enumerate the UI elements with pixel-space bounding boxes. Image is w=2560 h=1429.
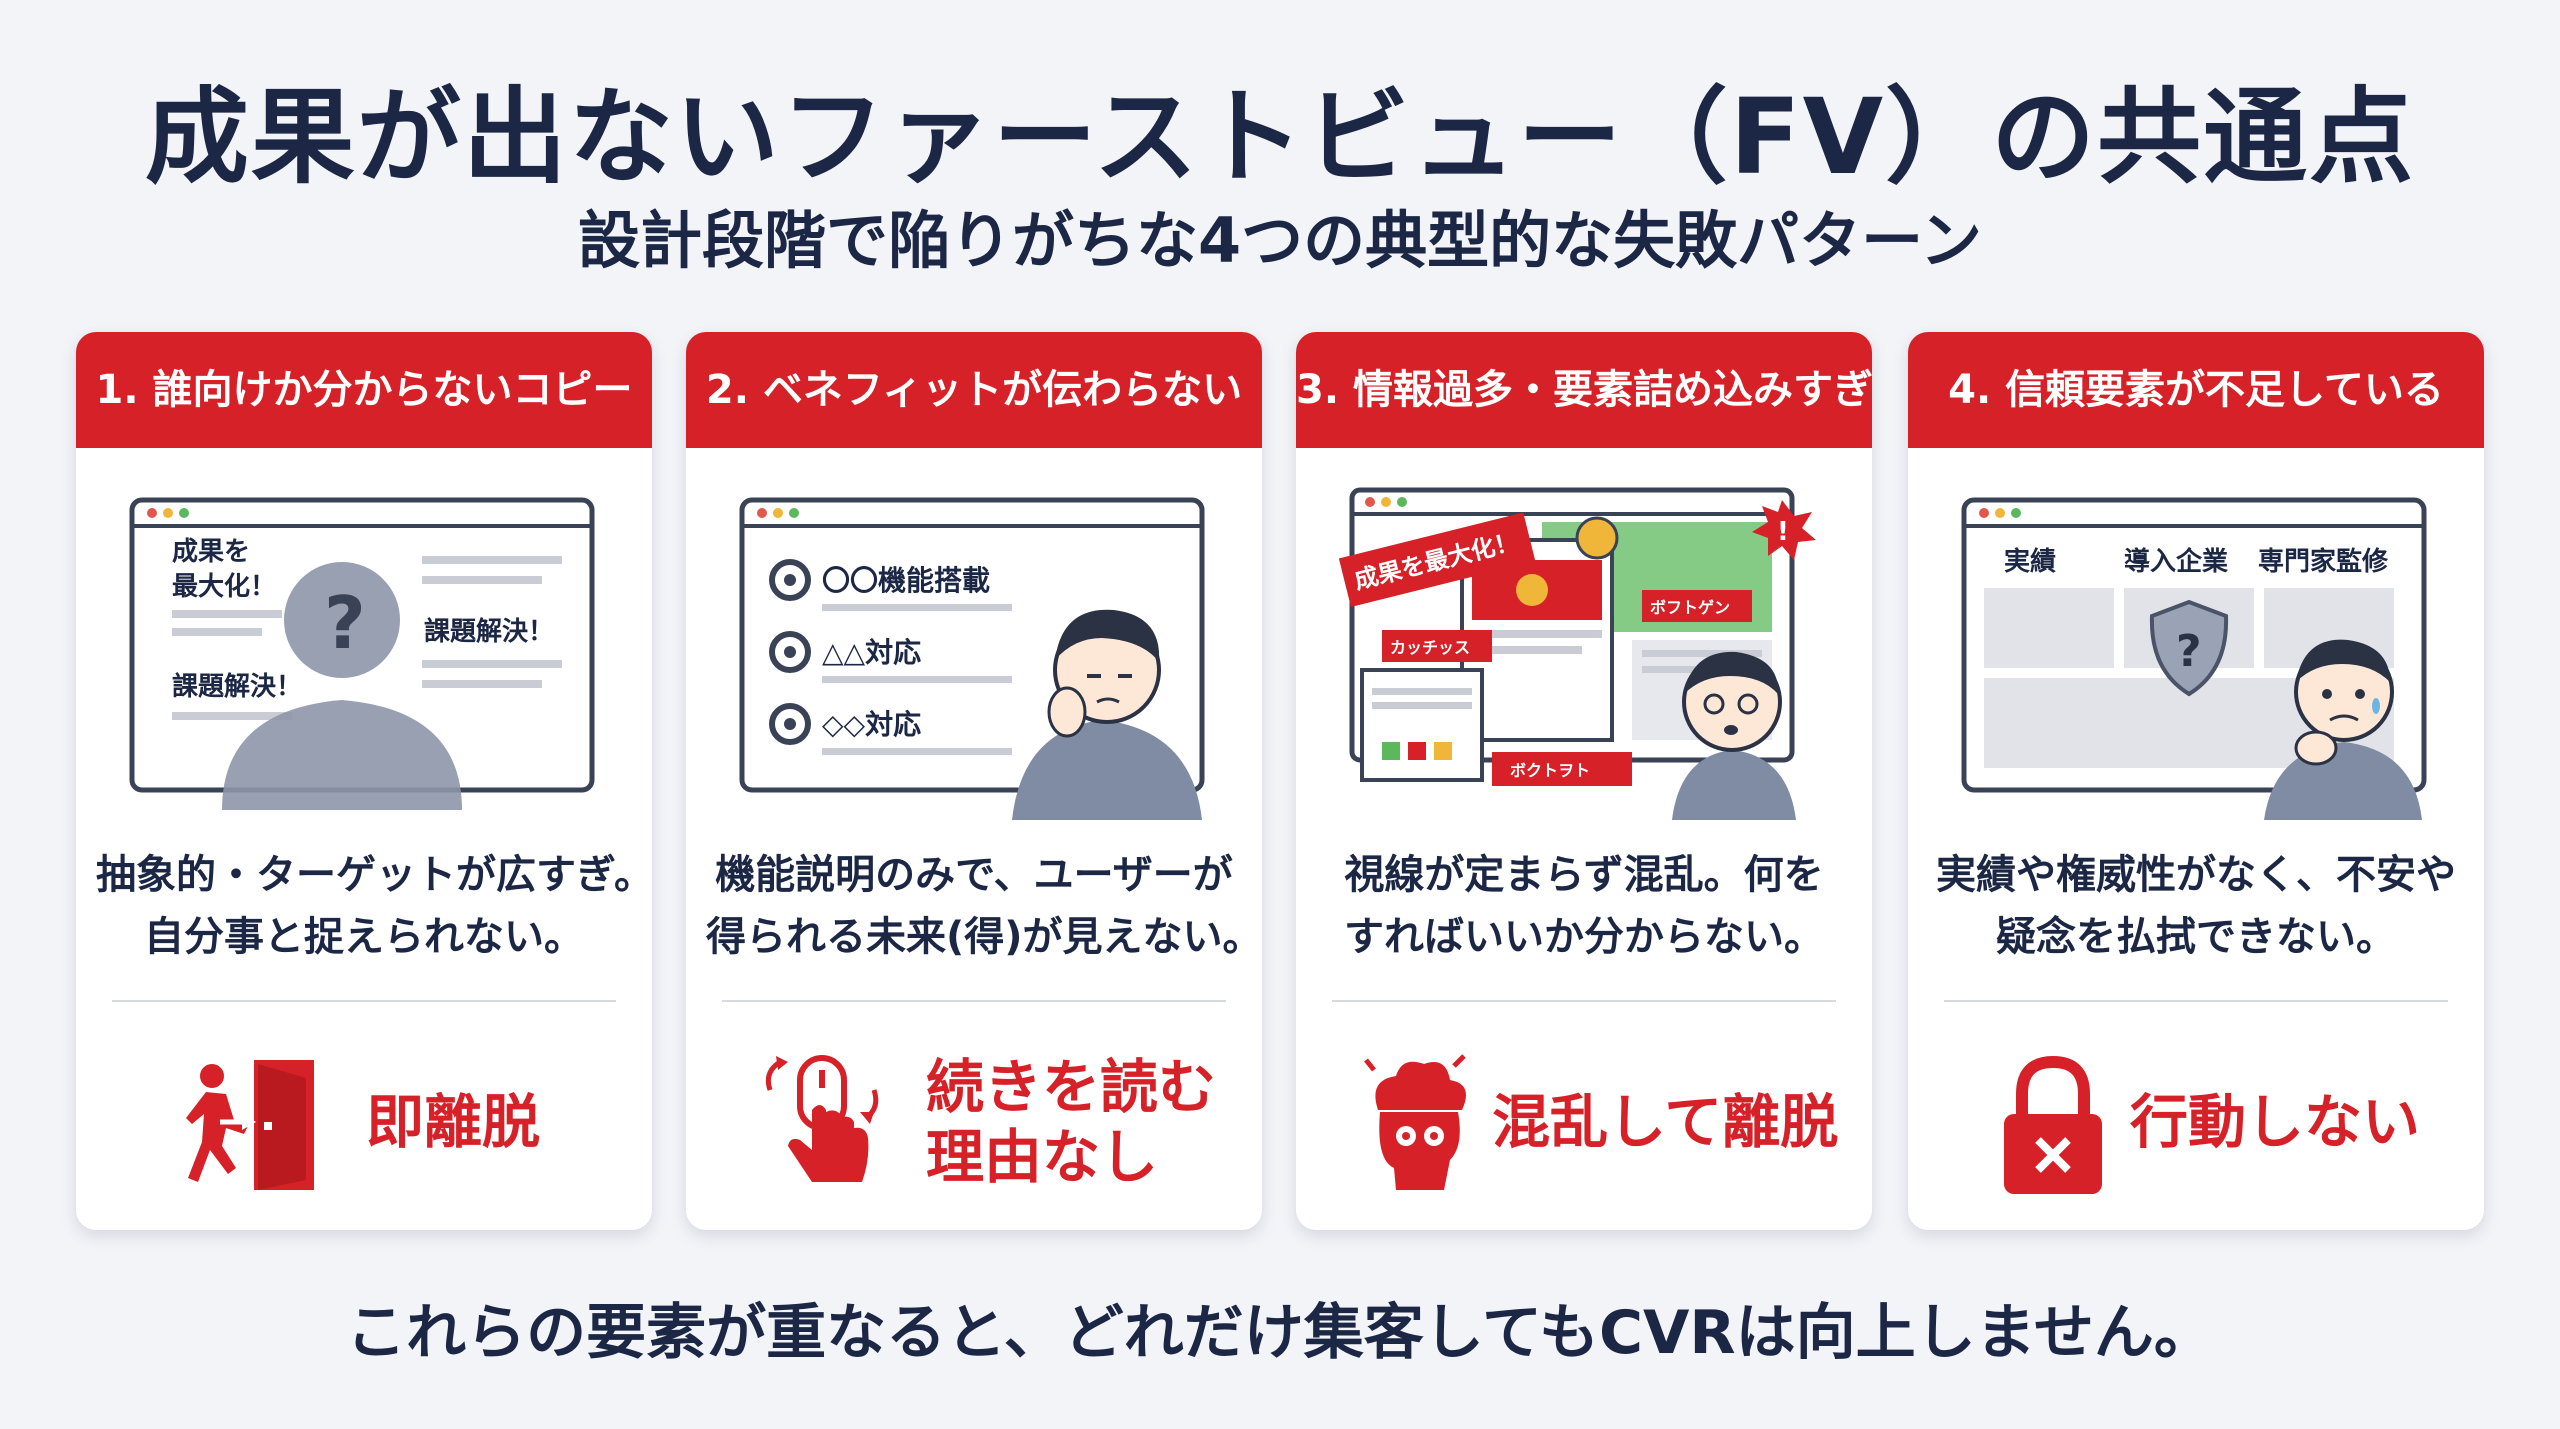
desc-line: 疑念を払拭できない。: [1996, 914, 2396, 960]
illus-text: 専門家監修: [2258, 546, 2389, 577]
desc-line: 視線が定まらず混乱。何を: [1344, 852, 1824, 898]
card-result: 即離脱: [76, 1032, 652, 1212]
illus-text: 課題解決！: [424, 616, 554, 647]
divider: [112, 1000, 616, 1002]
card-result: 行動しない: [1908, 1032, 2484, 1212]
card-header: 1. 誰向けか分からないコピー: [76, 332, 652, 448]
page-title: 成果が出ないファーストビュー（FV）の共通点: [144, 76, 2416, 198]
card-no-benefit: 2. ベネフィットが伝わらない 〇〇機能搭載 △△対応 ◇◇対応: [686, 332, 1262, 1230]
desc-line: 実績や権威性がなく、不安や: [1936, 852, 2456, 898]
card-description: 機能説明のみで、ユーザーが 得られる未来(得)が見えない。: [706, 844, 1262, 968]
illus-text: 成果を: [172, 537, 250, 567]
card-result: 続きを読む 理由なし: [686, 1032, 1262, 1212]
illus-text: 課題解決！: [172, 671, 302, 702]
card-description: 抽象的・ターゲットが広すぎ。 自分事と捉えられない。: [96, 844, 652, 968]
result-label: 即離脱: [366, 1032, 540, 1212]
lock-x-icon: [1978, 1050, 2128, 1200]
illustration-missing-trust: 実績 導入企業 専門家監修 ?: [1944, 480, 2448, 820]
page-subtitle: 設計段階で陥りがちな4つの典型的な失敗パターン: [577, 204, 1983, 277]
illus-text: ◇◇対応: [822, 708, 921, 741]
pattern-cards: 1. 誰向けか分からないコピー 成果を 最大化！ 課題解決！ 課題解決！ ?: [76, 332, 2486, 1232]
footer-message: これらの要素が重なると、どれだけ集客してもCVRは向上しません。: [346, 1298, 2214, 1368]
exploding-head-icon: [1338, 1050, 1488, 1200]
result-label: 続きを読む 理由なし: [926, 1032, 1216, 1212]
illustration-feature-list: 〇〇機能搭載 △△対応 ◇◇対応: [722, 480, 1226, 820]
card-description: 視線が定まらず混乱。何を すればいいか分からない。: [1316, 844, 1852, 968]
illus-text: 実績: [2004, 546, 2056, 577]
result-line: 即離脱: [366, 1088, 541, 1156]
card-header: 3. 情報過多・要素詰め込みすぎ: [1296, 332, 1872, 448]
card-unclear-target: 1. 誰向けか分からないコピー 成果を 最大化！ 課題解決！ 課題解決！ ?: [76, 332, 652, 1230]
svg-text:?: ?: [324, 581, 366, 665]
scroll-hand-icon: [750, 1050, 900, 1200]
illus-text: 〇〇機能搭載: [822, 564, 990, 597]
desc-line: 自分事と捉えられない。: [144, 914, 584, 960]
exit-door-icon: [176, 1050, 326, 1200]
result-label: 行動しない: [2130, 1032, 2420, 1212]
card-description: 実績や権威性がなく、不安や 疑念を払拭できない。: [1928, 844, 2464, 968]
desc-line: 得られる未来(得)が見えない。: [706, 914, 1262, 960]
illus-text: 導入企業: [2124, 546, 2228, 577]
desc-line: 抽象的・ターゲットが広すぎ。: [96, 852, 652, 898]
illus-text: △△対応: [822, 636, 921, 669]
desc-line: すればいいか分からない。: [1344, 914, 1824, 960]
desc-line: 機能説明のみで、ユーザーが: [715, 852, 1233, 898]
divider: [1944, 1000, 2448, 1002]
result-line: 行動しない: [2130, 1088, 2421, 1156]
result-line: 続きを読む: [926, 1053, 1217, 1121]
card-result: 混乱して離脱: [1296, 1032, 1872, 1212]
result-line: 理由なし: [926, 1123, 1159, 1191]
illus-text: 最大化！: [172, 572, 276, 602]
illustration-cluttered-page: 成果を最大化！ ボフトゲン カッチッス ボクトヲト !: [1332, 480, 1836, 820]
svg-text:?: ?: [2176, 626, 2202, 677]
result-label: 混乱して離脱: [1492, 1032, 1838, 1212]
illus-text: ボクトヲト: [1510, 761, 1590, 780]
card-lack-of-trust: 4. 信頼要素が不足している 実績 導入企業 専門家監修 ?: [1908, 332, 2484, 1230]
svg-text:!: !: [1777, 517, 1789, 547]
card-information-overload: 3. 情報過多・要素詰め込みすぎ: [1296, 332, 1872, 1230]
card-header: 4. 信頼要素が不足している: [1908, 332, 2484, 448]
result-line: 混乱して離脱: [1492, 1088, 1839, 1156]
illus-text: カッチッス: [1390, 638, 1470, 657]
card-header: 2. ベネフィットが伝わらない: [686, 332, 1262, 448]
divider: [1332, 1000, 1836, 1002]
illus-text: ボフトゲン: [1650, 598, 1730, 617]
divider: [722, 1000, 1226, 1002]
illustration-anonymous-user: 成果を 最大化！ 課題解決！ 課題解決！ ?: [112, 480, 616, 820]
